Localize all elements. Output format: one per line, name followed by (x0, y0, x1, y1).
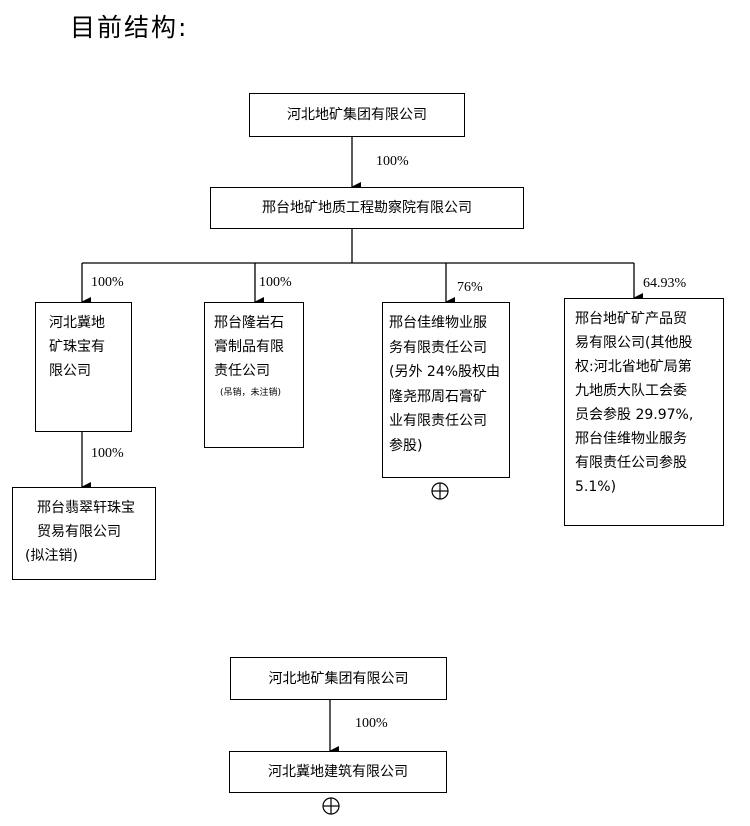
box-sub4-mineral-trading: 邢台地矿矿产品贸 易有限公司(其他股 权:河北省地矿局第 九地质大队工会委 员会… (564, 298, 724, 526)
grand-line: 邢台翡翠轩珠宝 (37, 500, 135, 516)
box-bottom-jidi-construction: 河北冀地建筑有限公司 (229, 751, 447, 793)
sub1-line: 限公司 (49, 363, 91, 379)
sub4-line: 邢台佳维物业服务 (575, 431, 687, 447)
box-grand-feicuixuan-jewelry: 邢台翡翠轩珠宝 贸易有限公司 (拟注销) (12, 487, 156, 580)
pct-parent-to-institute: 100% (376, 154, 409, 169)
circled-plus-icon (322, 797, 340, 815)
bottom-parent-label: 河北地矿集团有限公司 (268, 670, 409, 687)
box-sub2-longyan-gypsum: 邢台隆岩石 膏制品有限 责任公司 (吊销，未注销) (204, 302, 304, 448)
page-heading: 目前结构: (70, 13, 189, 42)
box-bottom-parent-company: 河北地矿集团有限公司 (230, 657, 447, 700)
pct-bottom: 100% (355, 716, 388, 731)
pct-sub1: 100% (91, 275, 124, 290)
box-parent-company: 河北地矿集团有限公司 (249, 93, 465, 137)
sub2-line: 邢台隆岩石 (214, 315, 284, 331)
pct-sub3: 76% (457, 280, 483, 295)
box-sub3-jiawei-property: 邢台佳维物业服 务有限责任公司 (另外 24%股权由 隆尧邢周石膏矿 业有限责任… (382, 302, 510, 478)
sub1-line: 河北冀地 (49, 315, 105, 331)
pct-grand: 100% (91, 446, 124, 461)
sub3-line: 务有限责任公司 (389, 339, 487, 356)
sub3-line: 参股) (389, 437, 423, 454)
pct-sub4: 64.93% (643, 276, 687, 291)
box-sub1-jidi-jewelry: 河北冀地 矿珠宝有 限公司 (35, 302, 132, 432)
sub4-line: 九地质大队工会委 (575, 383, 687, 399)
sub3-line: 邢台佳维物业服 (389, 315, 487, 331)
box-institute: 邢台地矿地质工程勘察院有限公司 (210, 187, 524, 229)
sub3-line: (另外 24%股权由 (389, 364, 501, 380)
sub4-line: 有限责任公司参股 (575, 455, 687, 471)
sub3-line: 业有限责任公司 (389, 413, 487, 429)
sub3-line: 隆尧邢周石膏矿 (389, 388, 487, 405)
institute-label: 邢台地矿地质工程勘察院有限公司 (262, 200, 472, 216)
sub4-line: 5.1%) (575, 479, 617, 495)
sub4-line: 易有限公司(其他股 (575, 335, 693, 351)
circled-plus-icon (431, 482, 449, 500)
grand-line: (拟注销) (25, 548, 78, 564)
sub4-line: 邢台地矿矿产品贸 (575, 311, 687, 327)
sub2-line: 责任公司 (214, 363, 270, 379)
sub4-line: 权:河北省地矿局第 (575, 359, 692, 375)
pct-sub2: 100% (259, 275, 292, 290)
parent-company-label: 河北地矿集团有限公司 (287, 107, 427, 123)
grand-line: 贸易有限公司 (37, 524, 121, 540)
bottom-child-label: 河北冀地建筑有限公司 (268, 764, 408, 780)
sub2-note: (吊销，未注销) (220, 388, 282, 398)
sub4-line: 员会参股 29.97%, (575, 407, 694, 423)
sub2-line: 膏制品有限 (214, 339, 284, 355)
sub1-line: 矿珠宝有 (49, 339, 105, 355)
